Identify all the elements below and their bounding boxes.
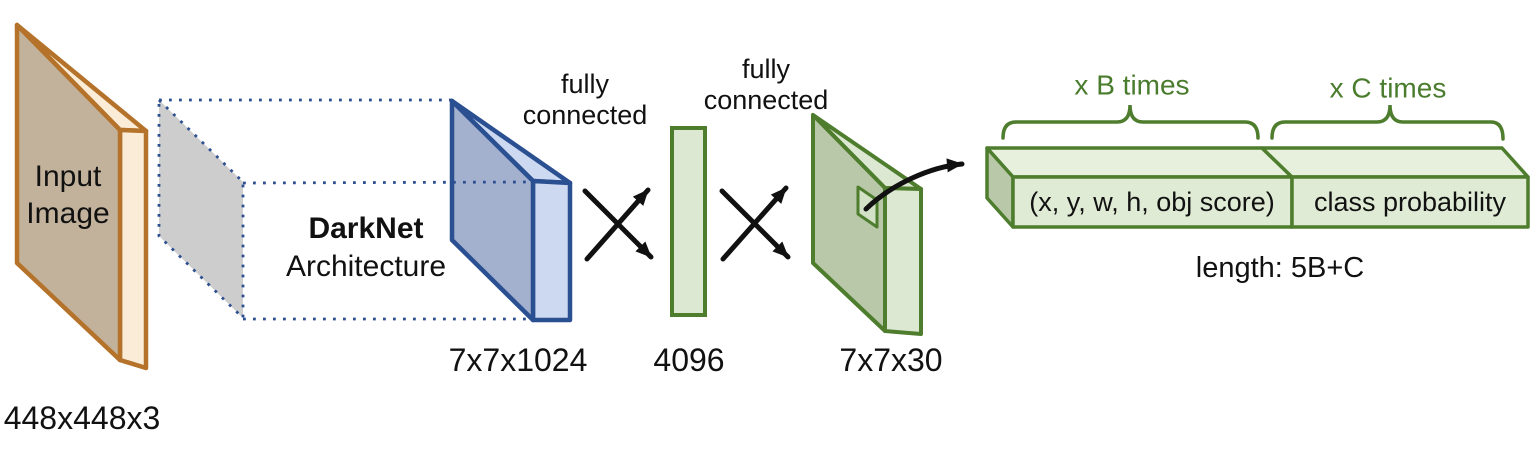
class-bar-front-face [1290, 175, 1530, 229]
dotted-line-middle [242, 180, 529, 185]
bbox-values-label: (x, y, w, h, obj score) [1029, 187, 1275, 218]
class-bar-top-face [1260, 146, 1530, 179]
brace-c-times [1270, 104, 1505, 141]
output-vector [985, 146, 1530, 229]
darknet-label: DarkNet Architecture [286, 210, 446, 286]
blue-slab-side-face [530, 178, 573, 323]
blue-slab-front-face [449, 98, 536, 323]
input-image-label-line1: Input [34, 160, 102, 193]
fc2-label-line1: fully [741, 54, 791, 84]
fc-units-label: 4096 [653, 342, 725, 379]
fully-connected-label-1: fully connected [523, 69, 648, 131]
green-slab-front-face [811, 113, 887, 333]
fc2-label-line2: connected [703, 85, 829, 115]
output-dims-label: 7x7x30 [839, 342, 943, 379]
input-slab-side-face [117, 127, 149, 371]
input-image-slab [14, 22, 149, 371]
fc-vector-4096 [670, 126, 707, 317]
input-dims-label: 448x448x3 [3, 400, 161, 437]
vector-length-label: length: 5B+C [1195, 251, 1365, 284]
bbox-bar-top-face [985, 146, 1294, 179]
fully-connected-arrows-1 [582, 187, 654, 262]
brace-b-times [1001, 104, 1260, 140]
green-slab-side-face [883, 186, 923, 336]
feature-slab-7x7x1024 [449, 98, 573, 323]
fc1-label-line1: fully [560, 69, 610, 99]
fully-connected-label-2: fully connected [704, 54, 829, 116]
projection-patch [157, 96, 245, 322]
fully-connected-arrows-2 [719, 185, 791, 262]
backbone-output-dims-label: 7x7x1024 [448, 342, 588, 379]
input-image-label-line2: Image [26, 197, 110, 230]
fc1-label-line2: connected [522, 100, 648, 130]
b-times-label: x B times [1074, 69, 1190, 101]
cell-to-vector-arrow [863, 158, 965, 212]
output-slab-7x7x30 [811, 113, 923, 336]
class-probability-label: class probability [1313, 187, 1507, 218]
darknet-name: DarkNet [308, 212, 424, 245]
fc2-arrow-down [719, 188, 791, 260]
input-image-label: Input Image [26, 158, 109, 232]
input-slab-front-face [14, 22, 123, 363]
c-times-label: x C times [1329, 72, 1447, 104]
darknet-subtitle: Architecture [285, 250, 447, 283]
fc1-arrow-down [582, 188, 654, 260]
projection-dotted-lines [159, 98, 529, 321]
